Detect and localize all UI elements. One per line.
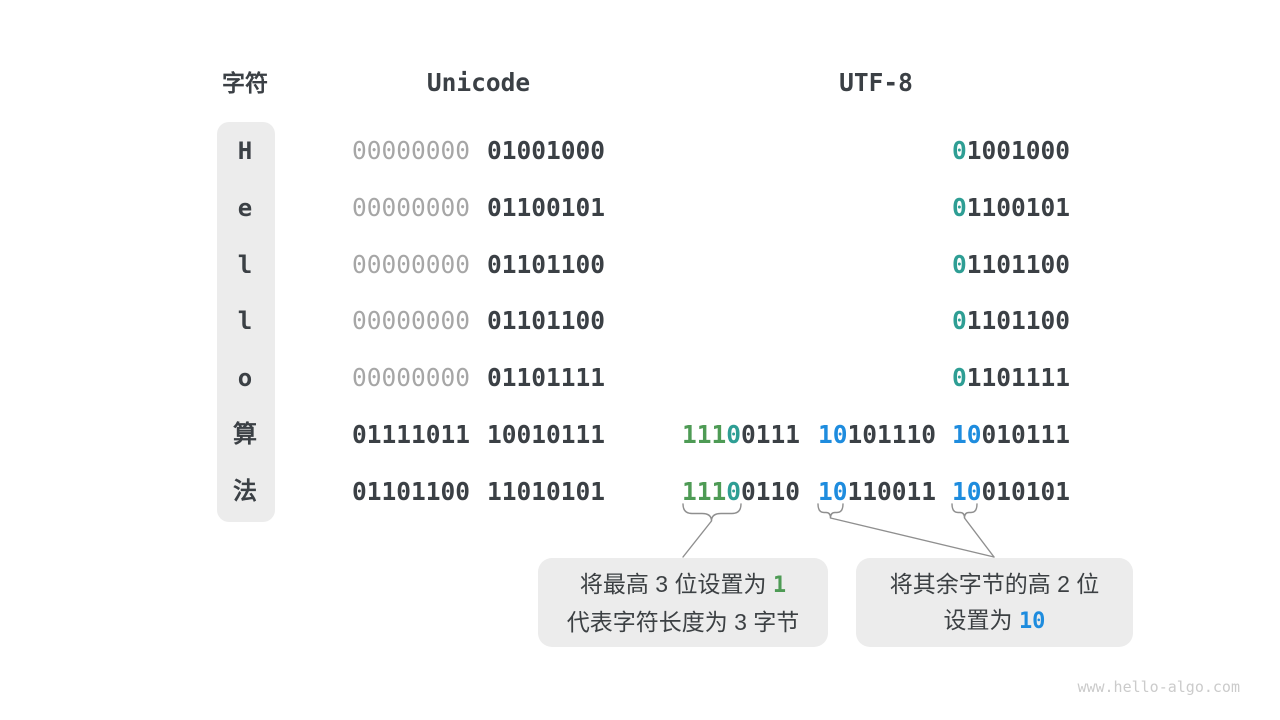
utf8-continuation-prefix: 10	[952, 420, 982, 449]
utf8-prefix-bit: 0	[952, 136, 967, 165]
unicode-byte-high: 00000000	[352, 250, 471, 279]
callout-line: 代表字符长度为 3 字节	[567, 604, 800, 640]
utf8-prefix-bit: 0	[952, 363, 967, 392]
utf8-byte-2: 10101110	[818, 420, 936, 450]
utf8-length-bits: 111	[682, 477, 727, 506]
column-header-unicode: Unicode	[426, 68, 531, 97]
connector-line-right	[963, 517, 995, 558]
utf8-continuation-prefix: 10	[818, 477, 848, 506]
callout-continuation-bits: 将其余字节的高 2 位 设置为 10	[856, 558, 1133, 647]
callout-text: 将其余字节的高 2 位	[889, 570, 1100, 597]
unicode-byte-high: 00000000	[352, 136, 471, 165]
unicode-byte-low: 01001000	[487, 136, 606, 165]
table-row: l 00000000 01101100 01101100	[0, 306, 1280, 336]
utf8-terminator-bit: 0	[726, 420, 742, 449]
highlight-bit-1: 1	[772, 572, 787, 598]
utf8-byte: 01101100	[952, 306, 1070, 336]
utf8-length-bits: 111	[682, 420, 727, 449]
utf8-payload-bits: 010111	[981, 420, 1071, 449]
unicode-byte-low: 01100101	[487, 193, 606, 222]
connector-line-mid	[829, 517, 995, 558]
unicode-byte-low: 01101100	[487, 250, 606, 279]
callout-line: 将最高 3 位设置为 1	[580, 566, 786, 604]
unicode-byte-high: 00000000	[352, 193, 471, 222]
character-cell: e	[237, 194, 253, 222]
utf8-byte: 01101100	[952, 250, 1070, 280]
utf8-payload-bits: 1101100	[966, 306, 1071, 335]
utf8-payload-bits: 1101100	[966, 250, 1071, 279]
table-row: H 00000000 01001000 01001000	[0, 136, 1280, 166]
utf8-payload-bits: 1001000	[966, 136, 1071, 165]
character-column-background	[217, 122, 275, 522]
utf8-byte-3: 10010101	[952, 477, 1070, 507]
unicode-byte-high: 01111011	[352, 420, 471, 449]
utf8-continuation-prefix: 10	[818, 420, 848, 449]
utf8-prefix-bit: 0	[952, 306, 967, 335]
character-cell: l	[237, 307, 253, 335]
utf8-continuation-prefix: 10	[952, 477, 982, 506]
utf8-prefix-bit: 0	[952, 193, 967, 222]
unicode-byte-high: 00000000	[352, 363, 471, 392]
character-cell: H	[237, 137, 253, 165]
utf8-byte: 01100101	[952, 193, 1070, 223]
utf8-byte: 01101111	[952, 363, 1070, 393]
utf8-byte-1: 11100110	[682, 477, 800, 507]
utf8-payload-bits: 1101111	[966, 363, 1071, 392]
connector-line-left	[682, 520, 713, 558]
callout-text: 将最高 3 位设置为	[579, 570, 773, 597]
utf8-payload-bits: 110011	[847, 477, 937, 506]
callout-line: 设置为 10	[944, 602, 1046, 640]
highlight-bits-10: 10	[1018, 608, 1046, 634]
column-header-utf8: UTF-8	[839, 68, 913, 97]
table-row: 算 01111011 10010111 11100111 10101110 10…	[0, 420, 1280, 450]
character-cell: l	[237, 251, 253, 279]
unicode-byte-low: 01101111	[487, 363, 606, 392]
callout-text: 代表字符长度为 3 字节	[566, 608, 800, 635]
utf8-byte-1: 11100111	[682, 420, 800, 450]
utf8-byte-2: 10110011	[818, 477, 936, 507]
unicode-byte-low: 01101100	[487, 306, 606, 335]
unicode-byte-low: 10010111	[487, 420, 606, 449]
unicode-byte-high: 00000000	[352, 306, 471, 335]
table-row: e 00000000 01100101 01100101	[0, 193, 1280, 223]
table-row: 法 01101100 11010101 11100110 10110011 10…	[0, 477, 1280, 507]
utf8-payload-bits: 0111	[741, 420, 801, 449]
column-header-character: 字符	[222, 70, 268, 96]
utf8-payload-bits: 0110	[741, 477, 801, 506]
utf8-payload-bits: 010101	[981, 477, 1071, 506]
utf8-payload-bits: 101110	[847, 420, 937, 449]
utf8-payload-bits: 1100101	[966, 193, 1071, 222]
table-row: o 00000000 01101111 01101111	[0, 363, 1280, 393]
watermark: www.hello-algo.com	[1077, 678, 1240, 696]
character-cell: 法	[233, 478, 257, 505]
callout-line: 将其余字节的高 2 位	[890, 566, 1100, 602]
callout-text: 设置为	[943, 606, 1019, 633]
character-cell: o	[237, 364, 253, 392]
callout-length-bits: 将最高 3 位设置为 1 代表字符长度为 3 字节	[538, 558, 828, 647]
table-row: l 00000000 01101100 01101100	[0, 250, 1280, 280]
unicode-byte-low: 11010101	[487, 477, 606, 506]
unicode-byte-high: 01101100	[352, 477, 471, 506]
utf8-byte: 01001000	[952, 136, 1070, 166]
character-cell: 算	[233, 421, 257, 448]
utf8-byte-3: 10010111	[952, 420, 1070, 450]
utf8-prefix-bit: 0	[952, 250, 967, 279]
utf8-terminator-bit: 0	[726, 477, 742, 506]
